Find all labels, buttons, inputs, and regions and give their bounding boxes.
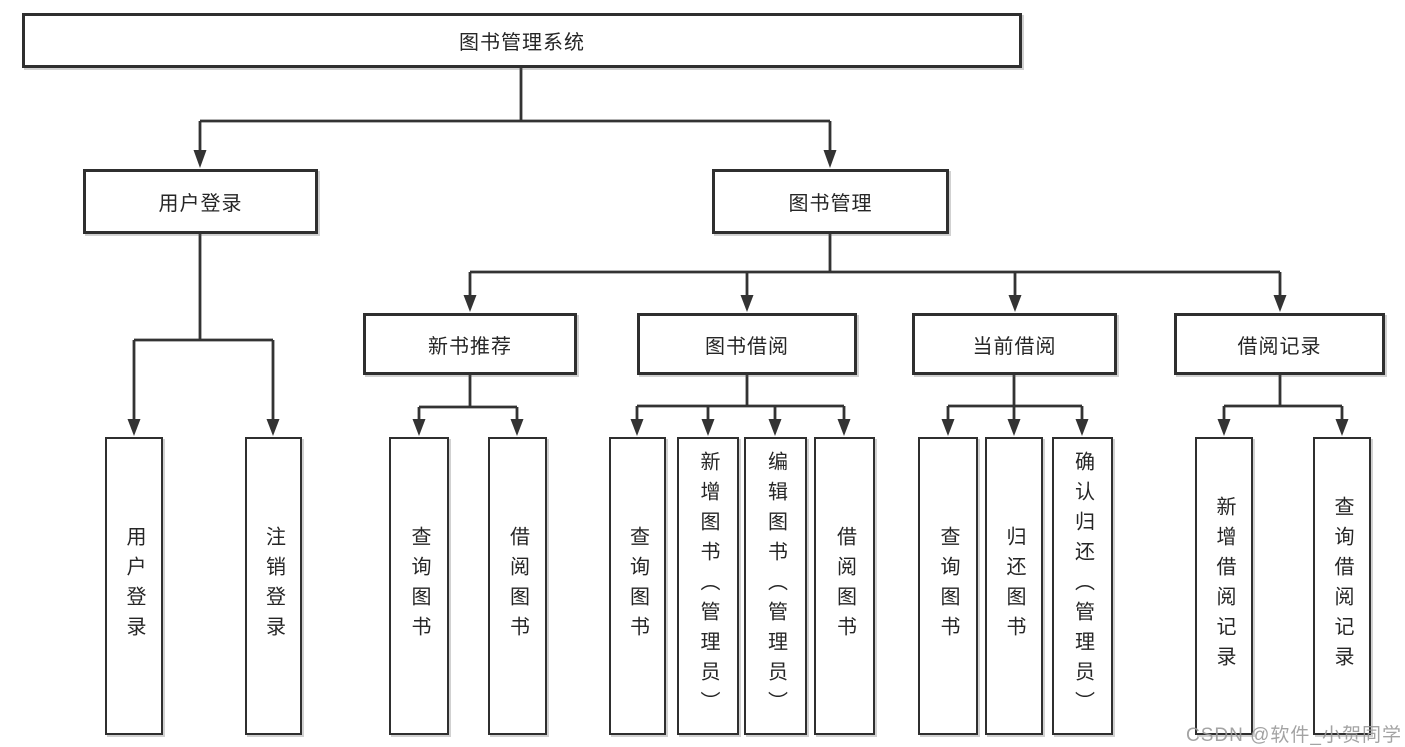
node-current-borrow: 当前借阅 (912, 313, 1117, 375)
node-book-borrow: 图书借阅 (637, 313, 857, 375)
csdn-watermark: CSDN @软件_小贺同学 (1186, 725, 1402, 746)
node-new-book-recommend: 新书推荐 (363, 313, 577, 375)
leaf-user-login: 用户登录 (105, 437, 163, 735)
leaf-confirm-return-admin: 确认归还（管理员） (1052, 437, 1113, 735)
node-library-management-system: 图书管理系统 (22, 13, 1022, 68)
leaf-query-book-recommend: 查询图书 (389, 437, 449, 735)
leaf-query-book-borrow: 查询图书 (609, 437, 666, 735)
node-user-login: 用户登录 (83, 169, 318, 234)
leaf-borrow-book: 借阅图书 (814, 437, 875, 735)
leaf-return-book: 归还图书 (985, 437, 1043, 735)
leaf-logout: 注销登录 (245, 437, 302, 735)
leaf-query-book-current: 查询图书 (918, 437, 978, 735)
leaf-add-borrow-record: 新增借阅记录 (1195, 437, 1253, 735)
leaf-query-borrow-record: 查询借阅记录 (1313, 437, 1371, 735)
leaf-add-book-admin: 新增图书（管理员） (677, 437, 739, 735)
node-borrow-records: 借阅记录 (1174, 313, 1385, 375)
leaf-edit-book-admin: 编辑图书（管理员） (744, 437, 807, 735)
node-book-management: 图书管理 (712, 169, 949, 234)
leaf-borrow-book-recommend: 借阅图书 (488, 437, 547, 735)
